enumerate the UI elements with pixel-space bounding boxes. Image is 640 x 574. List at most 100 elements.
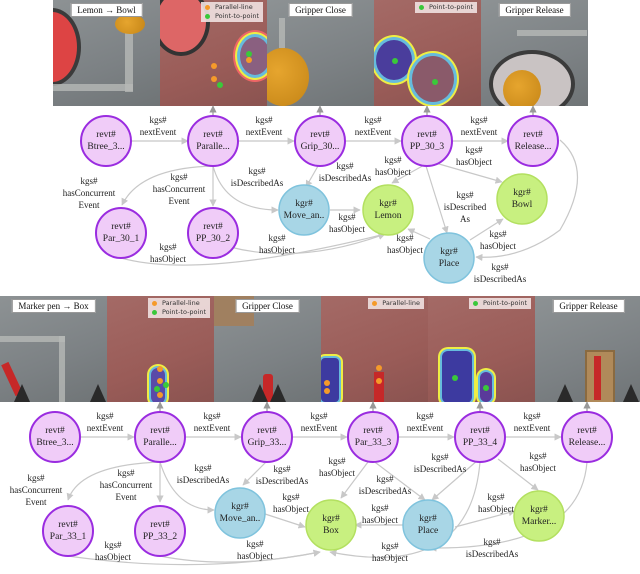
svg-text:Box: Box xyxy=(323,526,339,536)
parallel-line-dot-icon xyxy=(151,300,157,306)
svg-text:hasObject: hasObject xyxy=(362,515,398,525)
legend: Parallel-line Point-to-point xyxy=(147,298,210,318)
svg-text:kgs#: kgs# xyxy=(170,172,188,182)
svg-text:Btree_3...: Btree_3... xyxy=(36,438,73,448)
svg-text:isDescribedAs: isDescribedAs xyxy=(474,274,527,284)
point-to-point-dot-icon xyxy=(418,4,424,10)
svg-text:Move_an..: Move_an.. xyxy=(284,211,325,221)
svg-text:kgs#: kgs# xyxy=(416,411,434,421)
svg-text:revt#: revt# xyxy=(96,130,116,140)
svg-text:kgs#: kgs# xyxy=(465,145,483,155)
svg-text:hasObject: hasObject xyxy=(480,241,516,251)
bottom-caption-task: Marker pen → Box xyxy=(11,299,96,313)
svg-text:kgs#: kgs# xyxy=(268,233,286,243)
svg-text:isDescribed: isDescribed xyxy=(444,202,487,212)
event-node[interactable]: revt# PP_33_4 xyxy=(454,411,506,463)
svg-text:kgs#: kgs# xyxy=(470,115,488,125)
svg-text:kgs#: kgs# xyxy=(255,115,273,125)
svg-text:kgs#: kgs# xyxy=(483,537,501,547)
svg-text:nextEvent: nextEvent xyxy=(87,423,124,433)
svg-text:kgr#: kgr# xyxy=(530,505,548,515)
object-node[interactable]: kgr# Lemon xyxy=(362,184,414,236)
svg-text:kgs#: kgs# xyxy=(246,539,264,549)
event-node[interactable]: revt# PP_33_2 xyxy=(134,505,186,557)
legend-item-parallel-line: Parallel-line xyxy=(204,3,259,12)
event-node[interactable]: revt# Par_30_1 xyxy=(95,207,147,259)
svg-text:revt#: revt# xyxy=(203,222,223,232)
legend: Parallel-line xyxy=(368,298,424,309)
bottom-panel-affordance-1: Parallel-line Point-to-point xyxy=(107,296,214,402)
svg-text:hasObject: hasObject xyxy=(95,552,131,562)
event-node[interactable]: revt# Grip_30... xyxy=(294,115,346,167)
top-caption-task: Lemon → Bowl xyxy=(70,3,143,17)
action-node[interactable]: kgr# Move_an.. xyxy=(214,487,266,539)
svg-text:isDescribedAs: isDescribedAs xyxy=(414,464,467,474)
object-node[interactable]: kgr# Bowl xyxy=(496,173,548,225)
action-node[interactable]: kgr# Move_an.. xyxy=(278,184,330,236)
svg-text:Grip_33...: Grip_33... xyxy=(248,438,287,448)
svg-text:hasObject: hasObject xyxy=(273,504,309,514)
svg-text:kgs#: kgs# xyxy=(273,464,291,474)
bottom-panel-task: Marker pen → Box xyxy=(0,296,107,402)
svg-text:hasObject: hasObject xyxy=(478,504,514,514)
svg-text:nextEvent: nextEvent xyxy=(407,423,444,433)
object-node[interactable]: kgr# Marker... xyxy=(513,490,565,542)
top-panel-gripper-close: Gripper Close xyxy=(267,0,374,106)
svg-text:nextEvent: nextEvent xyxy=(514,423,551,433)
svg-text:PP_30_2: PP_30_2 xyxy=(196,234,231,244)
event-node[interactable]: revt# PP_30_3 xyxy=(401,115,453,167)
svg-text:kgs#: kgs# xyxy=(381,541,399,551)
svg-text:nextEvent: nextEvent xyxy=(246,127,283,137)
svg-text:PP_33_4: PP_33_4 xyxy=(463,438,498,448)
top-image-strip: Lemon → Bowl Parallel-line Point-to-poin… xyxy=(53,0,588,106)
svg-text:Event: Event xyxy=(116,492,137,502)
svg-text:kgs#: kgs# xyxy=(159,242,177,252)
event-node[interactable]: revt# Btree_3... xyxy=(29,411,81,463)
top-panel-affordance-2: Point-to-point xyxy=(374,0,481,106)
event-node[interactable]: revt# Par_33_1 xyxy=(42,505,94,557)
svg-text:Paralle...: Paralle... xyxy=(196,142,230,152)
svg-text:kgs#: kgs# xyxy=(282,492,300,502)
svg-text:revt#: revt# xyxy=(150,426,170,436)
action-node[interactable]: kgr# Place xyxy=(402,499,454,551)
event-node[interactable]: revt# Release... xyxy=(561,411,613,463)
svg-text:revt#: revt# xyxy=(470,426,490,436)
svg-text:kgs#: kgs# xyxy=(384,155,402,165)
event-node[interactable]: revt# Paralle... xyxy=(134,411,186,463)
edge-label: kgs# nextEvent kgs# nextEvent kgs# nextE… xyxy=(10,411,557,563)
event-node[interactable]: revt# Btree_3... xyxy=(80,115,132,167)
legend-item-point-to-point: Point-to-point xyxy=(151,308,206,317)
bottom-panel-gripper-close: Gripper Close xyxy=(214,296,321,402)
action-node[interactable]: kgr# Place xyxy=(423,232,475,284)
event-node[interactable]: revt# Paralle... xyxy=(187,115,239,167)
svg-text:hasObject: hasObject xyxy=(456,157,492,167)
svg-text:kgs#: kgs# xyxy=(396,233,414,243)
svg-text:hasObject: hasObject xyxy=(259,245,295,255)
bottom-caption-gripper-release: Gripper Release xyxy=(552,299,625,313)
svg-text:revt#: revt# xyxy=(58,520,78,530)
svg-text:kgs#: kgs# xyxy=(529,451,547,461)
svg-text:kgs#: kgs# xyxy=(96,411,114,421)
svg-text:nextEvent: nextEvent xyxy=(140,127,177,137)
svg-text:kgs#: kgs# xyxy=(456,190,474,200)
event-node[interactable]: revt# Release... xyxy=(507,115,559,167)
legend-item-point-to-point: Point-to-point xyxy=(472,299,527,308)
event-node[interactable]: revt# Grip_33... xyxy=(241,411,293,463)
svg-text:revt#: revt# xyxy=(577,426,597,436)
event-node[interactable]: revt# Par_33_3 xyxy=(347,411,399,463)
event-node[interactable]: revt# PP_30_2 xyxy=(187,207,239,259)
object-node[interactable]: kgr# Box xyxy=(305,499,357,551)
svg-text:nextEvent: nextEvent xyxy=(461,127,498,137)
svg-text:hasObject: hasObject xyxy=(375,167,411,177)
svg-text:Btree_3...: Btree_3... xyxy=(87,142,124,152)
svg-text:Event: Event xyxy=(169,196,190,206)
top-caption-gripper-release: Gripper Release xyxy=(498,3,571,17)
parallel-line-dot-icon xyxy=(372,300,378,306)
svg-text:kgs#: kgs# xyxy=(338,212,356,222)
svg-text:kgs#: kgs# xyxy=(80,176,98,186)
svg-text:kgs#: kgs# xyxy=(376,474,394,484)
legend-item-parallel-line: Parallel-line xyxy=(151,299,206,308)
svg-text:revt#: revt# xyxy=(363,426,383,436)
svg-text:kgr#: kgr# xyxy=(295,199,313,209)
svg-text:Paralle...: Paralle... xyxy=(143,438,177,448)
